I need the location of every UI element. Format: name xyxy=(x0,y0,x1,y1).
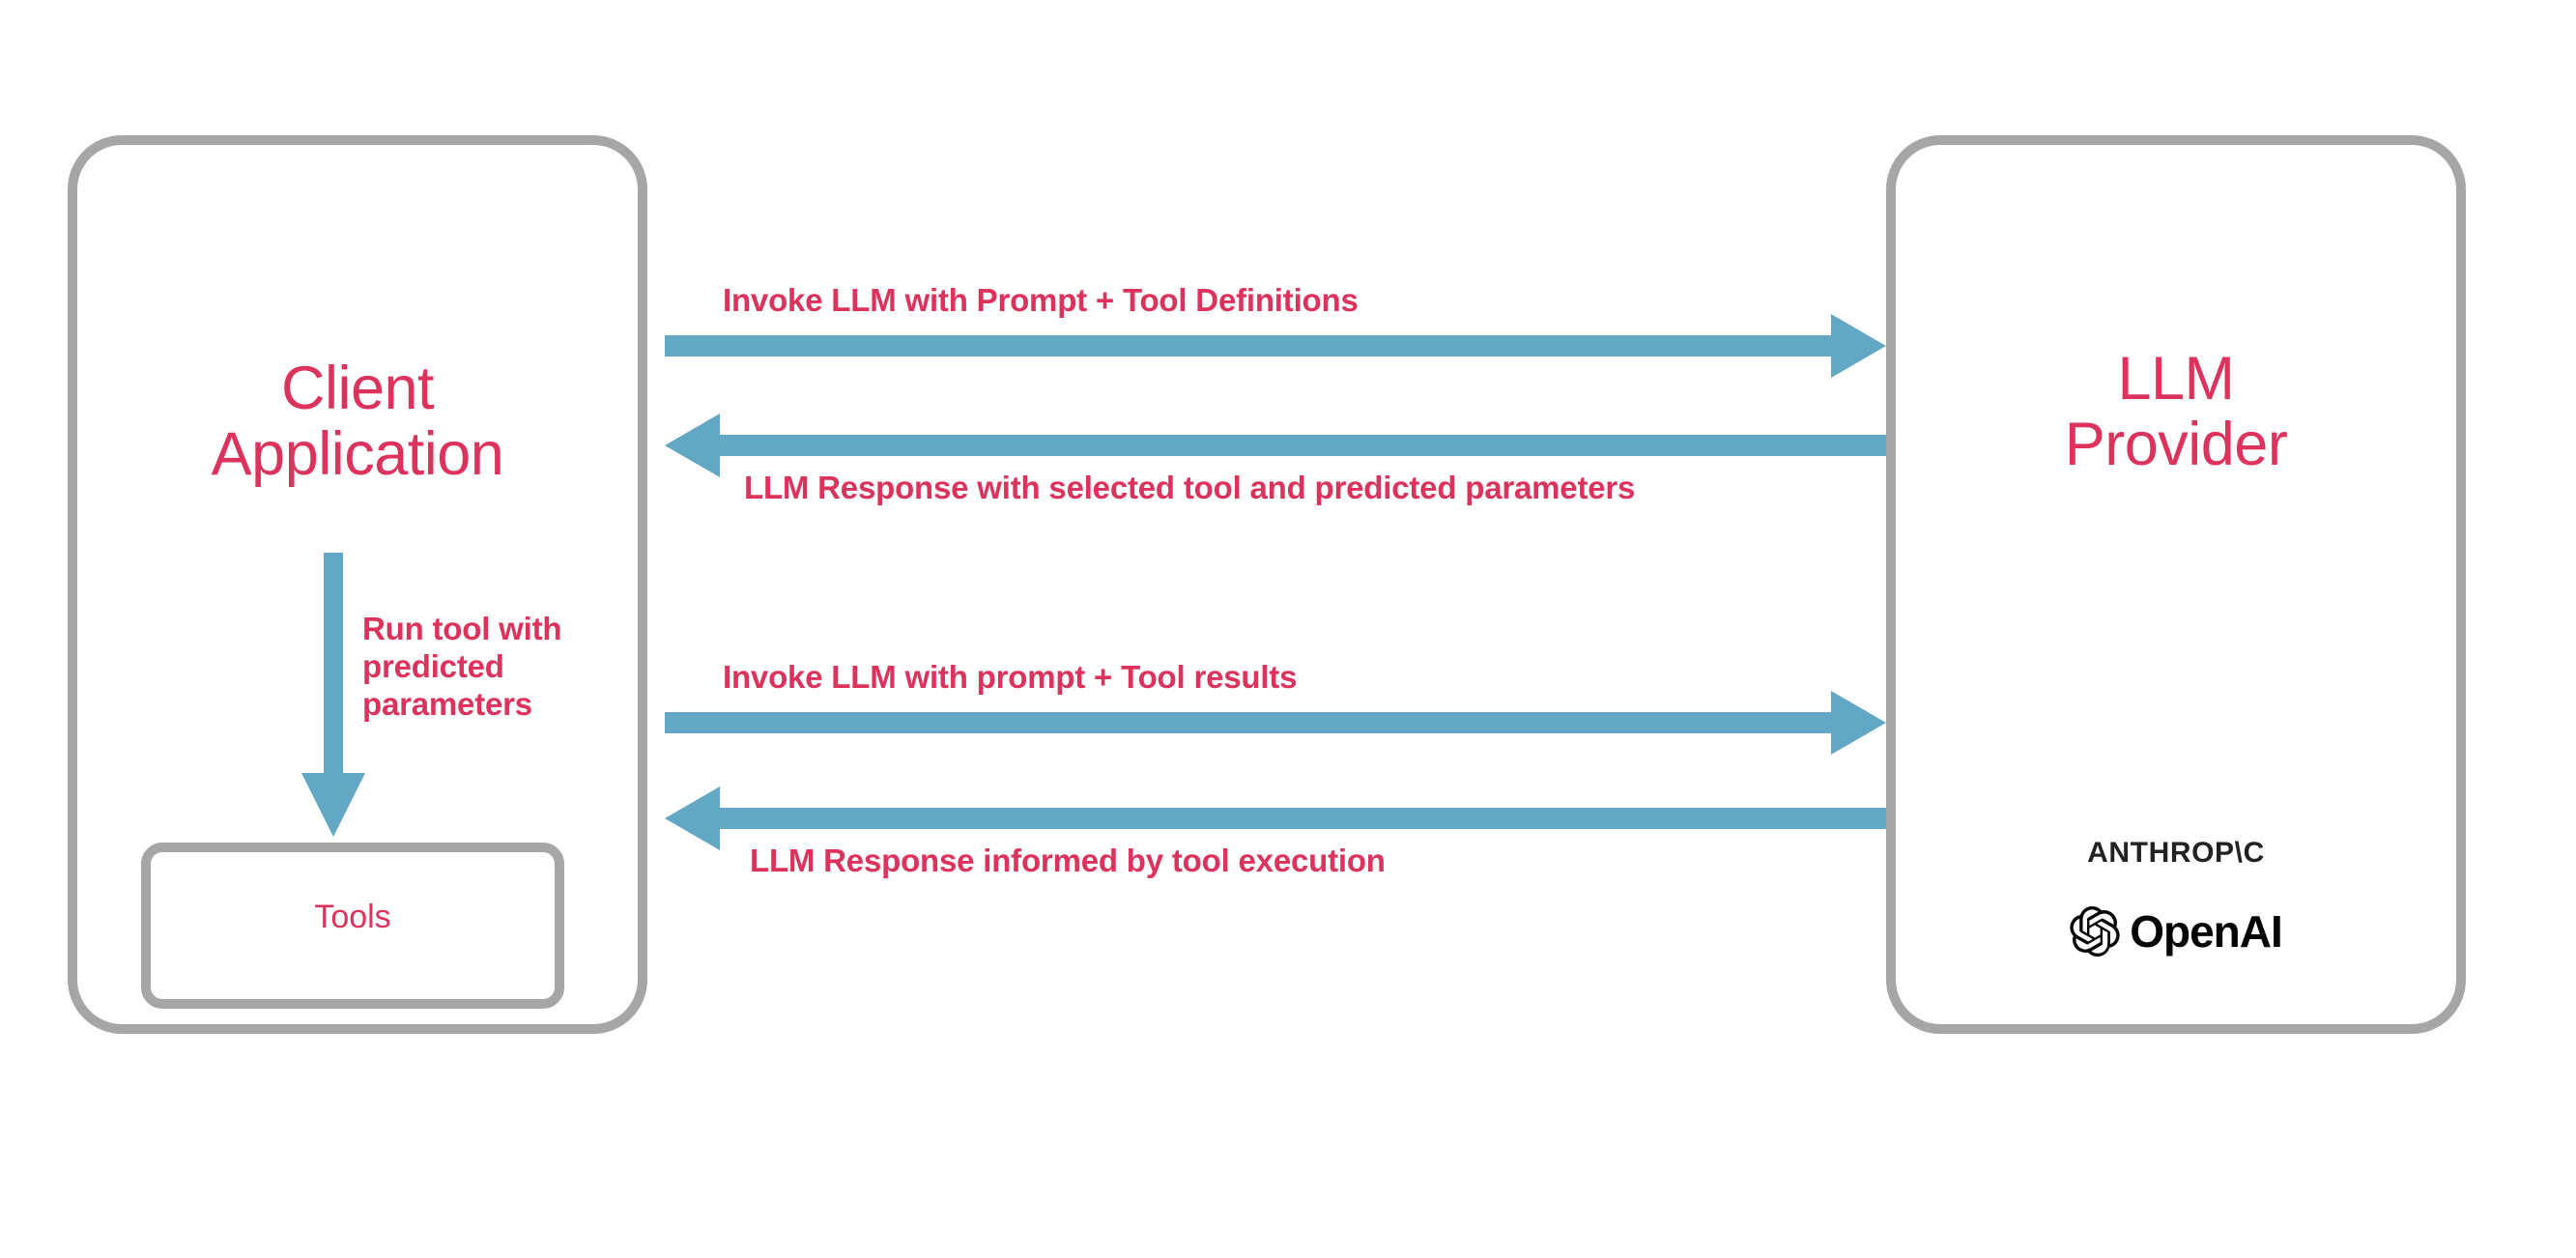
flow-label-invoke-1: Invoke LLM with Prompt + Tool Definition… xyxy=(723,282,1359,318)
flow-label-response-2: LLM Response informed by tool execution xyxy=(750,843,1386,878)
llm-provider-box xyxy=(1886,135,2466,1034)
arrow-invoke-llm-with-prompt-tool-definitions xyxy=(665,314,1886,378)
provider-title-line-1: LLM xyxy=(2117,345,2235,413)
llm-provider-title: LLM Provider xyxy=(1886,346,2466,477)
openai-wordmark-text: OpenAI xyxy=(2130,906,2283,957)
client-application-title: Client Application xyxy=(68,356,647,487)
tools-box xyxy=(141,843,564,1009)
arrow-llm-response-informed-by-tool-execution xyxy=(665,786,1886,850)
anthropic-logo: ANTHROP\C xyxy=(2087,837,2265,869)
flow-label-response-1: LLM Response with selected tool and pred… xyxy=(744,470,1636,505)
arrow-invoke-llm-with-prompt-tool-results xyxy=(665,691,1886,755)
run-tool-label: Run tool with predicted parameters xyxy=(362,611,562,722)
flow-label-invoke-2: Invoke LLM with prompt + Tool results xyxy=(723,659,1298,695)
client-application-box xyxy=(68,135,647,1034)
arrow-run-tool-with-predicted-parameters xyxy=(301,553,365,837)
client-title-line-2: Application xyxy=(211,420,504,489)
tools-label: Tools xyxy=(314,899,391,935)
provider-title-line-2: Provider xyxy=(2064,411,2288,479)
openai-knot-icon xyxy=(2070,906,2120,957)
openai-logo: OpenAI xyxy=(1886,906,2466,957)
arrow-llm-response-with-selected-tool xyxy=(665,414,1886,477)
client-title-line-1: Client xyxy=(280,355,435,422)
